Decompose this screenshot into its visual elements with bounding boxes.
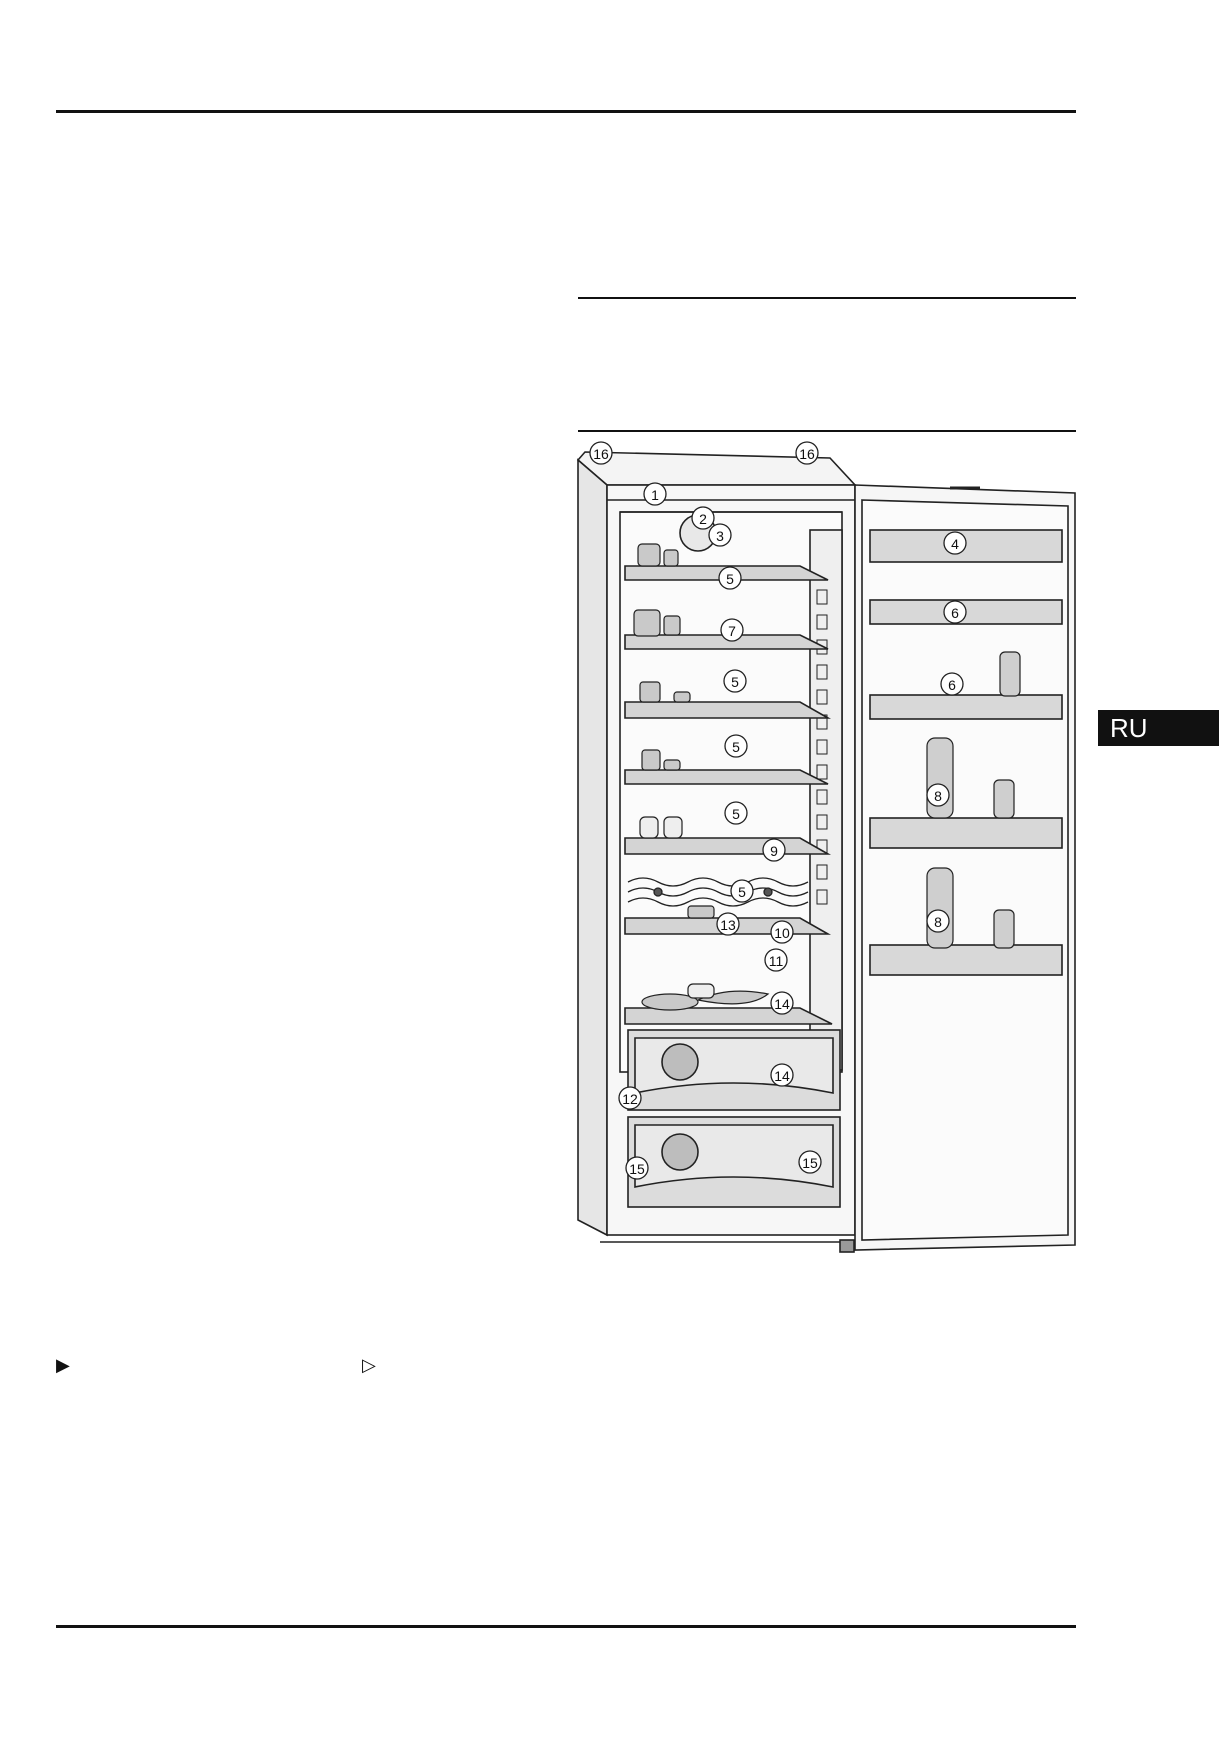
callout-shelf-3: 5	[724, 734, 748, 758]
callout-circle	[798, 1150, 822, 1174]
callout-top-right: 16	[795, 441, 819, 465]
callout-number: 10	[774, 925, 790, 941]
callout-split-shelf: 7	[720, 618, 744, 642]
callout-circle	[618, 1086, 642, 1110]
callout-light: 2	[691, 506, 715, 530]
callout-shelf-4: 5	[724, 801, 748, 825]
callout-number: 15	[802, 1155, 818, 1171]
callout-number: 8	[934, 788, 942, 804]
header-rule	[56, 110, 1076, 113]
callout-number: 1	[651, 487, 659, 503]
callout-drain: 12	[618, 1086, 642, 1110]
cabinet-feet	[600, 1239, 855, 1253]
footer-rule	[56, 1625, 1076, 1628]
callout-bottle-rack: 9	[762, 838, 786, 862]
callout-shelf-2: 5	[723, 669, 747, 693]
callout-circle	[720, 618, 744, 642]
callout-light-switch: 3	[708, 523, 732, 547]
callout-number: 15	[629, 1161, 645, 1177]
callout-fresh-zone-label: 10	[770, 920, 794, 944]
callout-drawer-1: 14	[770, 991, 794, 1015]
callout-control-panel: 1	[643, 482, 667, 506]
callout-number: 14	[774, 1068, 790, 1084]
crisper-drawers	[627, 1029, 841, 1208]
callout-number: 14	[774, 996, 790, 1012]
callout-number: 4	[951, 536, 959, 552]
callout-circle	[724, 734, 748, 758]
callout-circle	[943, 531, 967, 555]
callout-circle	[795, 441, 819, 465]
callout-number: 5	[738, 884, 746, 900]
filled-arrow-icon: ▶	[56, 1355, 70, 1376]
callout-fresh-shelf: 11	[764, 948, 788, 972]
callout-top-left: 16	[589, 441, 613, 465]
callout-number: 5	[731, 674, 739, 690]
callout-shelf-5: 5	[730, 879, 754, 903]
callout-number: 9	[770, 843, 778, 859]
callout-circle	[926, 783, 950, 807]
callout-circle	[770, 920, 794, 944]
callout-circle	[589, 441, 613, 465]
callout-circle	[762, 838, 786, 862]
callout-circle	[708, 523, 732, 547]
callout-circle	[770, 991, 794, 1015]
callout-door-lid: 4	[943, 531, 967, 555]
callout-number: 16	[799, 446, 815, 462]
callout-number: 11	[769, 953, 784, 969]
callout-door-shelf-1: 6	[943, 600, 967, 624]
callout-number: 6	[948, 677, 956, 693]
callout-number: 6	[951, 605, 959, 621]
bottle-rack	[627, 877, 809, 907]
callout-bottle-shelf-1: 8	[926, 783, 950, 807]
callout-circle	[730, 879, 754, 903]
callout-number: 5	[732, 806, 740, 822]
food-items	[633, 543, 770, 1011]
callout-number: 8	[934, 914, 942, 930]
callout-number: 3	[716, 528, 724, 544]
callout-circle	[691, 506, 715, 530]
callout-door-shelf-2: 6	[940, 672, 964, 696]
callout-number: 5	[732, 739, 740, 755]
callout-circle	[718, 566, 742, 590]
language-tab: RU	[1098, 710, 1219, 746]
callout-number: 13	[720, 917, 736, 933]
callout-bottle-shelf-2: 8	[926, 909, 950, 933]
callout-number: 2	[699, 511, 707, 527]
callout-circle	[625, 1156, 649, 1180]
callout-foot-right: 15	[798, 1150, 822, 1174]
callout-circle	[724, 801, 748, 825]
callout-circle	[940, 672, 964, 696]
callout-circle	[643, 482, 667, 506]
callout-circle	[764, 948, 788, 972]
hollow-arrow-icon: ▷	[362, 1355, 376, 1376]
callout-number: 12	[622, 1091, 638, 1107]
callout-circle	[723, 669, 747, 693]
callout-circle	[926, 909, 950, 933]
callout-number: 16	[593, 446, 609, 462]
callout-shelf-1: 5	[718, 566, 742, 590]
callout-number: 5	[726, 571, 734, 587]
callout-circle	[943, 600, 967, 624]
section-rule-upper	[578, 297, 1076, 299]
callout-circle	[716, 912, 740, 936]
open-door	[854, 484, 1076, 1251]
callout-foot-left: 15	[625, 1156, 649, 1180]
callout-fresh-zone: 13	[716, 912, 740, 936]
section-rule-lower	[578, 430, 1076, 432]
callout-drawer-2: 14	[770, 1063, 794, 1087]
callout-circle	[770, 1063, 794, 1087]
callout-number: 7	[728, 623, 736, 639]
